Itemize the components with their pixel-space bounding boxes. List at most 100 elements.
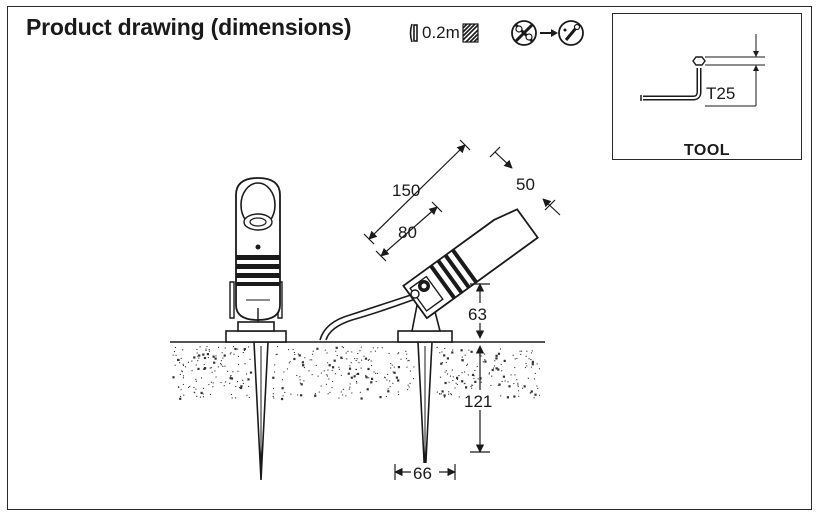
ground-speckle — [397, 353, 399, 355]
ground-speckle — [191, 360, 193, 362]
ground-speckle — [178, 359, 180, 361]
ground-speckle — [448, 381, 450, 383]
ground-speckle — [320, 372, 322, 374]
ground-speckle — [214, 357, 217, 360]
ground-speckle — [172, 354, 174, 356]
ground-speckle — [513, 383, 515, 385]
ground-speckle — [374, 350, 376, 352]
ground-speckle — [209, 393, 211, 395]
ground-speckle — [517, 384, 519, 386]
ground-speckle — [220, 362, 222, 364]
ground-speckle — [467, 374, 469, 376]
ground-speckle — [193, 356, 196, 359]
ground-speckle — [182, 363, 184, 365]
ground-speckle — [174, 346, 176, 348]
ground-speckle — [355, 369, 357, 371]
ground-speckle — [208, 384, 210, 386]
ground-speckle — [497, 384, 499, 386]
ground-speckle — [342, 388, 344, 390]
ground-speckle — [332, 366, 335, 369]
ground-speckle — [334, 373, 336, 375]
ground-speckle — [449, 375, 451, 377]
ground-speckle — [480, 381, 482, 383]
ground-speckle — [510, 374, 512, 376]
ground-speckle — [232, 346, 234, 348]
arrow-right-icon — [540, 29, 558, 37]
ground-speckle — [465, 386, 468, 389]
ground-speckle — [493, 367, 495, 369]
ground-speckle — [236, 381, 238, 383]
ground-speckle — [175, 354, 177, 356]
ground-speckle — [220, 364, 222, 366]
ground-speckle — [373, 371, 375, 373]
ground-speckle — [197, 367, 200, 370]
ground-speckle — [185, 366, 187, 368]
dim-label-66: 66 — [413, 464, 432, 483]
ground-speckle — [338, 368, 340, 370]
ground-speckle — [183, 394, 185, 396]
ground-speckle — [215, 355, 217, 357]
ground-speckle — [248, 396, 250, 398]
ground-speckle — [223, 354, 226, 357]
ground-speckle — [351, 351, 353, 353]
ground-speckle — [445, 361, 447, 363]
ground-speckle — [341, 346, 343, 348]
ground-speckle — [239, 386, 243, 390]
ground-speckle — [444, 371, 446, 373]
ground-speckle — [534, 372, 536, 374]
ground-speckle — [470, 350, 473, 353]
ground-speckle — [335, 350, 337, 352]
ground-speckle — [507, 381, 509, 383]
ground-speckle — [314, 394, 317, 397]
ground-speckle — [196, 349, 198, 351]
ground-speckle — [447, 373, 449, 375]
tool-panel: TOOL — [612, 13, 802, 160]
ground-speckle — [195, 380, 197, 382]
ground-speckle — [312, 350, 314, 352]
ground-speckle — [299, 376, 301, 378]
ground-speckle — [533, 397, 535, 399]
torx-key-icon — [640, 34, 765, 107]
ground-speckle — [205, 348, 207, 350]
dim-label-80: 80 — [398, 223, 417, 242]
ground-speckle — [199, 346, 201, 348]
ground-speckle — [441, 351, 443, 353]
ground-speckle — [358, 362, 360, 364]
ground-speckle — [365, 375, 367, 377]
ground-speckle — [308, 370, 310, 372]
ground-speckle — [276, 353, 278, 355]
ground-speckle — [240, 385, 243, 388]
ground-speckle — [220, 360, 222, 362]
ground-speckle — [179, 373, 181, 375]
ground-speckle — [501, 370, 503, 372]
ground-speckle — [370, 360, 372, 362]
ground-speckle — [413, 366, 415, 368]
ground-speckle — [370, 351, 372, 353]
ground-speckle — [356, 382, 358, 384]
ground-speckle — [464, 354, 466, 356]
ground-speckle — [516, 379, 518, 381]
ground-speckle — [450, 393, 452, 395]
ground-speckle — [286, 368, 288, 370]
ground-speckle — [370, 381, 373, 384]
ground-speckle — [446, 357, 449, 360]
ground-speckle — [293, 351, 295, 353]
ground-speckle — [351, 392, 353, 394]
ground-speckle — [452, 376, 454, 378]
ground-speckle — [172, 376, 175, 379]
ground-speckle — [491, 375, 493, 377]
ground-speckle — [342, 394, 344, 396]
ground-speckle — [458, 375, 460, 377]
ground-speckle — [180, 395, 182, 397]
ground-speckle — [517, 382, 519, 384]
ground-speckle — [224, 347, 226, 349]
ground-speckle — [234, 347, 237, 351]
ground-speckle — [490, 384, 492, 386]
ground-speckle — [441, 362, 443, 364]
ground-speckle — [406, 366, 408, 368]
torx-size-label: T25 — [706, 84, 736, 103]
ground-speckle — [326, 374, 328, 376]
ground-speckle — [451, 369, 453, 371]
ground-speckle — [311, 374, 313, 376]
